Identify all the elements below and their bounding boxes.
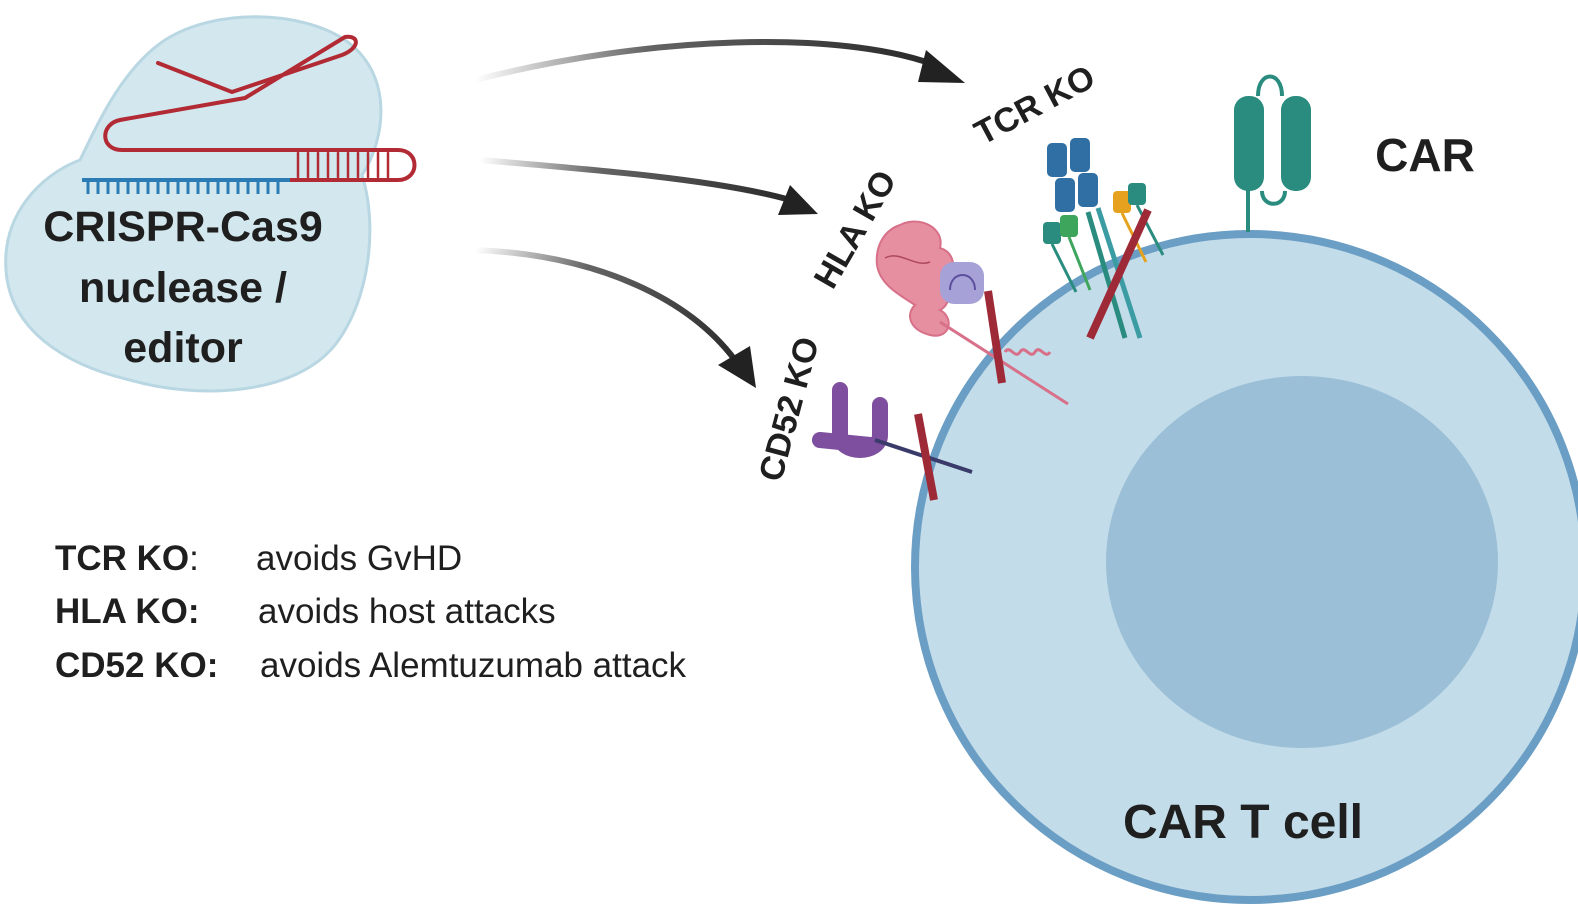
hla-heavy-chain [875,220,954,337]
arrowhead-hla [778,185,818,215]
car-t-cell [911,230,1578,904]
legend-suffix-tcr: : [189,539,199,578]
legend-term-tcr: TCR KO [55,539,189,578]
target-dna [82,178,290,194]
legend-row-tcr: TCR KO: [55,539,199,578]
car-t-cell-label: CAR T cell [1123,796,1363,849]
guide-rna [103,34,417,182]
arrowhead-cd52 [718,346,756,388]
cd52-molecule [812,382,973,501]
legend-desc-cd52: avoids Alemtuzumab attack [260,646,687,685]
legend: TCR KO: avoids GvHD HLA KO: avoids host … [55,539,687,685]
cd52-ko-cross [914,413,938,501]
legend-term-cd52: CD52 KO: [55,646,218,685]
car-label: CAR [1375,129,1475,181]
legend-desc-tcr: avoids GvHD [256,539,462,578]
cell-nucleus [1106,376,1498,748]
rna-basepairs [296,151,390,179]
cd52-ko-label: CD52 KO [752,333,827,485]
b2m [940,262,984,304]
crispr-label-line3: editor [123,324,243,372]
cas9-blob-shape [4,15,383,393]
arrowhead-tcr [918,50,965,83]
hla-ko-cross [984,290,1006,384]
arrow-to-tcr [472,39,965,83]
legend-desc-hla: avoids host attacks [258,592,556,631]
legend-term-hla: HLA KO: [55,592,200,631]
crispr-label-line1: CRISPR-Cas9 [43,203,323,251]
cd3-subunits [1043,183,1165,293]
cas9-protein [4,15,383,393]
tcr-ko-cross [1086,208,1152,340]
tcr-complex [1043,138,1165,340]
car-receptor [1234,74,1311,232]
arrow-to-hla [477,157,818,215]
arrow-to-cd52 [472,247,756,388]
crispr-label-line2: nuclease / [79,264,287,312]
tcr-chains [1047,138,1143,339]
hla-molecule [875,220,1069,406]
